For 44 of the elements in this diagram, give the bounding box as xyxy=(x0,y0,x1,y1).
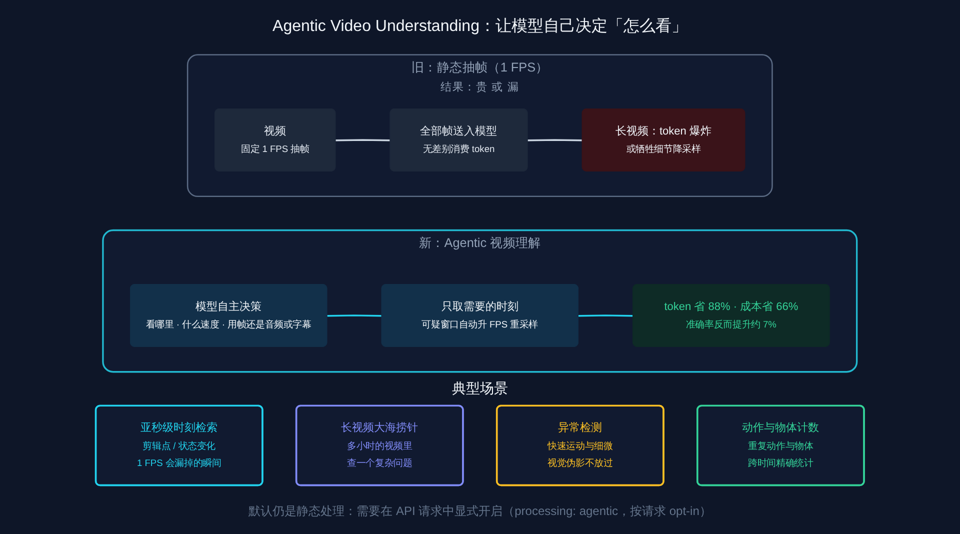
node-text: 看哪里 · 什么速度 · 用帧还是音频或字幕 xyxy=(146,318,312,332)
node-title: 亚秒级时刻检索 xyxy=(140,420,219,436)
process-box xyxy=(130,284,328,347)
node-title: token 省 88% · 成本省 66% xyxy=(663,298,800,314)
node-text: 查一个复杂问题 xyxy=(347,457,412,471)
node-text: 可疑窗口自动升 FPS 重采样 xyxy=(422,318,538,332)
node-text: 剪辑点 / 状态变化 xyxy=(142,440,216,454)
process-box xyxy=(214,108,336,172)
node-title: 长视频大海捞针 xyxy=(340,420,420,436)
scenario-card xyxy=(296,404,464,486)
node-title: 动作与物体计数 xyxy=(741,420,820,436)
node-title: 模型自主决策 xyxy=(194,298,263,314)
node-title: 全部帧送入模型 xyxy=(419,123,498,139)
node-text: 或牺牲细节降采样 xyxy=(626,143,701,156)
node-text: 1 FPS 会漏掉的瞬间 xyxy=(137,457,222,471)
node-text: 视觉伪影不放过 xyxy=(548,457,613,471)
node-text: 快速运动与细微 xyxy=(548,440,613,454)
scenario-card xyxy=(95,404,264,486)
node-text: 无差别消费 token xyxy=(422,143,495,156)
node-title: 只取需要的时刻 xyxy=(440,298,520,314)
footnote: 默认仍是静态处理：需要在 API 请求中显式开启（processing: agentic，按请求 opt-in） xyxy=(248,503,712,519)
panel-title: 新：Agentic 视频理解 xyxy=(419,235,541,253)
process-box xyxy=(390,108,528,172)
connector-line xyxy=(578,314,634,317)
process-box xyxy=(381,284,579,347)
connector-line xyxy=(528,139,583,142)
diagram-title: Agentic Video Understanding：让模型自己决定「怎么看」 xyxy=(272,16,688,37)
section-heading: 典型场景 xyxy=(452,379,508,398)
connector-line xyxy=(336,139,391,142)
node-text: 跨时间精确统计 xyxy=(748,457,814,471)
node-text: 准确率反而提升约 7% xyxy=(686,318,777,332)
result-box xyxy=(632,284,830,347)
panel-note: 结果：贵 或 漏 xyxy=(440,79,520,95)
scenario-card xyxy=(496,404,664,486)
node-title: 视频 xyxy=(263,123,288,139)
warning-box xyxy=(582,108,746,172)
connector-line xyxy=(327,314,382,317)
node-title: 异常检测 xyxy=(557,420,604,436)
node-text: 重复动作与物体 xyxy=(748,440,814,454)
panel-title: 旧：静态抽帧（1 FPS） xyxy=(412,60,548,78)
node-text: 固定 1 FPS 抽帧 xyxy=(241,143,310,156)
node-title: 长视频：token 爆炸 xyxy=(614,123,713,139)
scenario-card xyxy=(696,404,865,486)
node-text: 多小时的视频里 xyxy=(347,440,412,454)
